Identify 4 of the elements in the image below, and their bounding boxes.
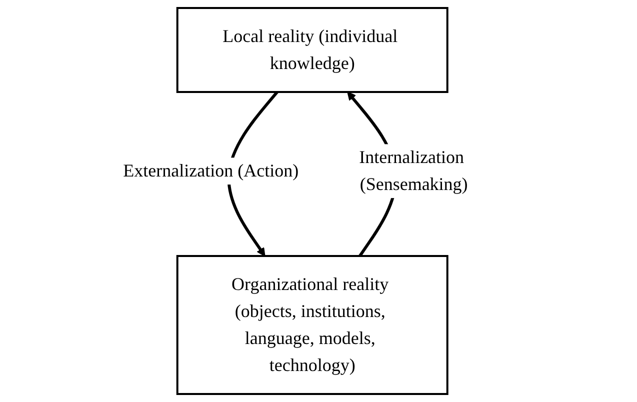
node-box: Local reality (individual knowledge) xyxy=(176,7,448,93)
edge-label: Internalization (Sensemaking) xyxy=(359,147,468,194)
node-box: Organizational reality (objects, institutions, language, models, technology) xyxy=(176,255,448,395)
edge-label: Externalization (Action) xyxy=(123,160,299,181)
